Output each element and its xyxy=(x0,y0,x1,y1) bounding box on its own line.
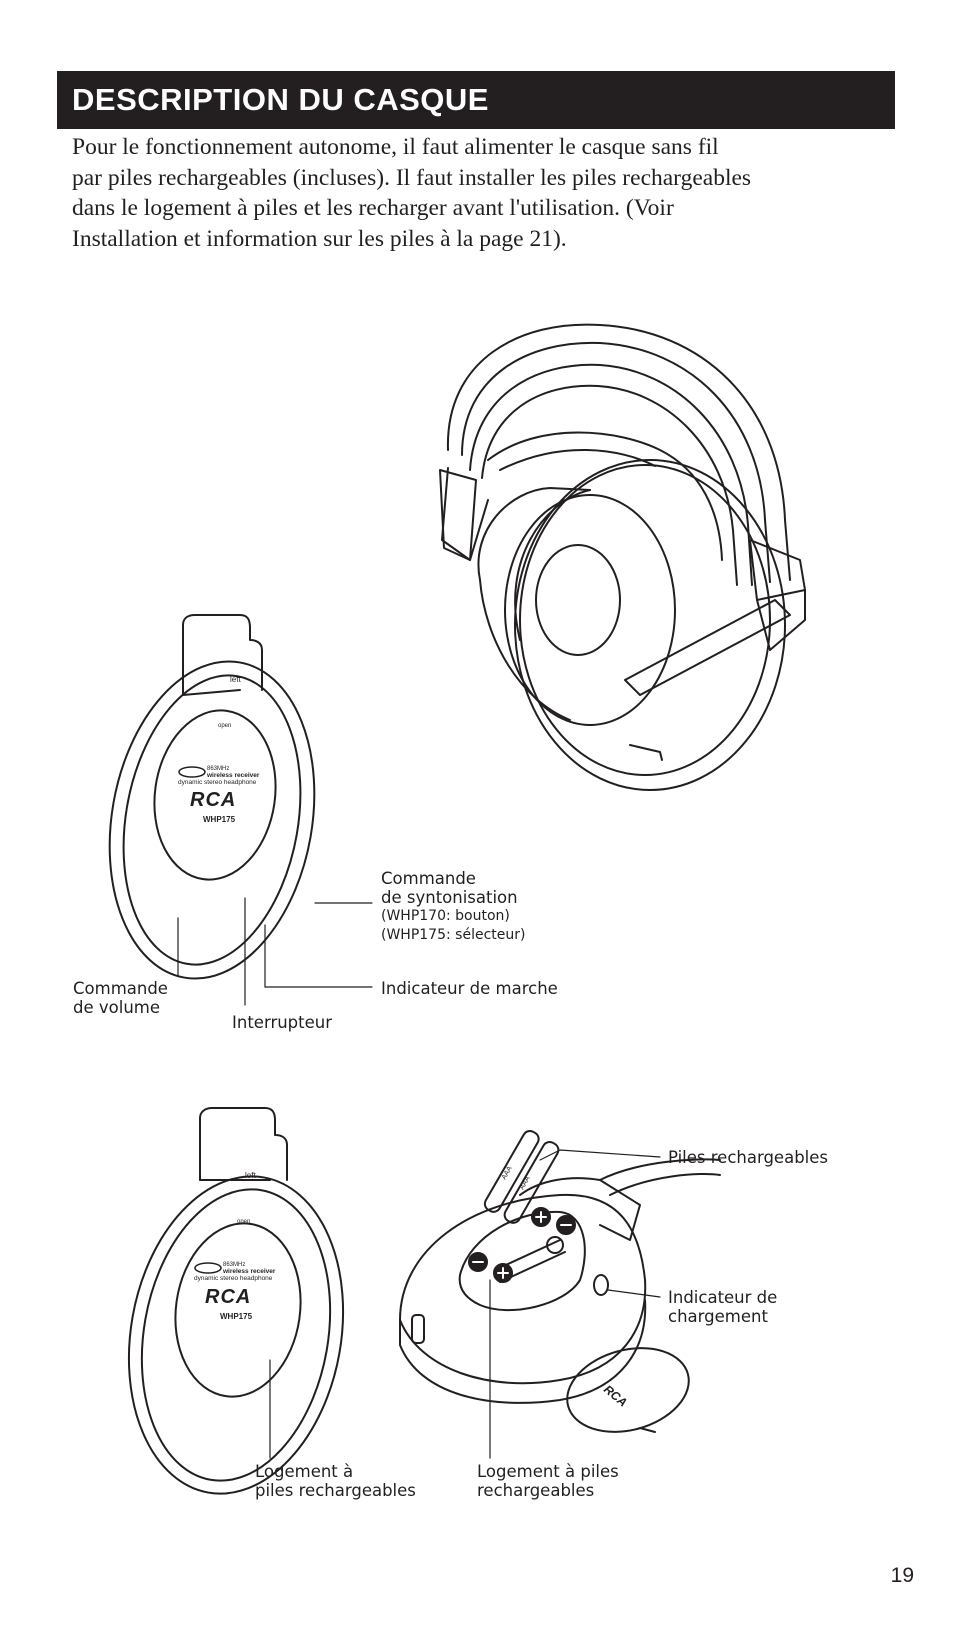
frequency-label: 863MHz xyxy=(207,766,229,772)
intro-line: par piles rechargeables (incluses). Il f… xyxy=(72,164,752,191)
open-label-lower: open xyxy=(237,1219,250,1225)
model-label: WHP175 xyxy=(220,1312,253,1321)
intro-paragraph: Pour le fonctionnement autonome, il faut… xyxy=(72,132,892,254)
label-note: (WHP170: bouton) xyxy=(381,908,510,924)
callout-line-charge xyxy=(607,1289,661,1298)
callout-line-batteries xyxy=(539,1149,661,1161)
label-line: Logement à xyxy=(255,1462,354,1481)
callout-line-power xyxy=(264,924,373,988)
model-label: WHP175 xyxy=(203,815,236,824)
cover-rca-logo: RCA xyxy=(601,1382,630,1409)
intro-line: Pour le fonctionnement autonome, il faut… xyxy=(72,134,719,160)
tab-label-left: left xyxy=(230,675,241,684)
label-line: de volume xyxy=(73,998,160,1017)
label-line: de syntonisation xyxy=(381,888,518,907)
product-line-1: wireless receiver xyxy=(222,1268,276,1275)
page-number: 19 xyxy=(890,1564,914,1587)
rca-logo: RCA xyxy=(190,789,236,811)
label-charge-indicator: Indicateur de chargement xyxy=(668,1288,777,1326)
intro-line: dans le logement à piles et les recharge… xyxy=(72,195,674,221)
label-line: Commande xyxy=(73,979,168,998)
label-line: rechargeables xyxy=(477,1481,595,1500)
section-title: DESCRIPTION DU CASQUE xyxy=(57,71,895,129)
rca-logo: RCA xyxy=(205,1286,251,1308)
open-label: open xyxy=(218,723,231,729)
earcup-front-view xyxy=(108,614,316,980)
label-battery-slot-right: Logement à piles rechargeables xyxy=(477,1462,619,1500)
battery-compartment-illustration xyxy=(399,1129,721,1433)
label-note: (WHP175: sélecteur) xyxy=(381,927,526,943)
headphone-illustration xyxy=(439,323,806,791)
label-rechargeable-batteries: Piles rechargeables xyxy=(668,1148,828,1167)
label-line: chargement xyxy=(668,1307,768,1326)
label-line: piles rechargeables xyxy=(255,1481,416,1500)
product-line-1: wireless receiver xyxy=(206,772,260,779)
intro-line: Installation et information sur les pile… xyxy=(72,225,567,252)
label-line: Commande xyxy=(381,869,476,888)
label-line: Logement à piles xyxy=(477,1462,619,1481)
label-battery-slot-left: Logement à piles rechargeables xyxy=(255,1462,416,1500)
tab-label-left-lower: left xyxy=(245,1171,256,1180)
label-volume-control: Commande de volume xyxy=(73,979,168,1017)
label-power-indicator: Indicateur de marche xyxy=(381,979,558,998)
rca-swirl-icon xyxy=(178,766,206,778)
product-line-2: dynamic stereo headphone xyxy=(194,1275,273,1282)
label-line: Indicateur de xyxy=(668,1288,778,1307)
product-line-2: dynamic stereo headphone xyxy=(178,779,257,786)
rca-swirl-icon xyxy=(194,1262,222,1274)
label-tuning-control: Commande de syntonisation (WHP170: bouto… xyxy=(381,869,525,945)
earcup-front-view-lower xyxy=(127,1107,345,1495)
label-switch: Interrupteur xyxy=(232,1013,333,1032)
frequency-label: 863MHz xyxy=(223,1262,245,1268)
battery-label: AAA xyxy=(501,1165,514,1181)
